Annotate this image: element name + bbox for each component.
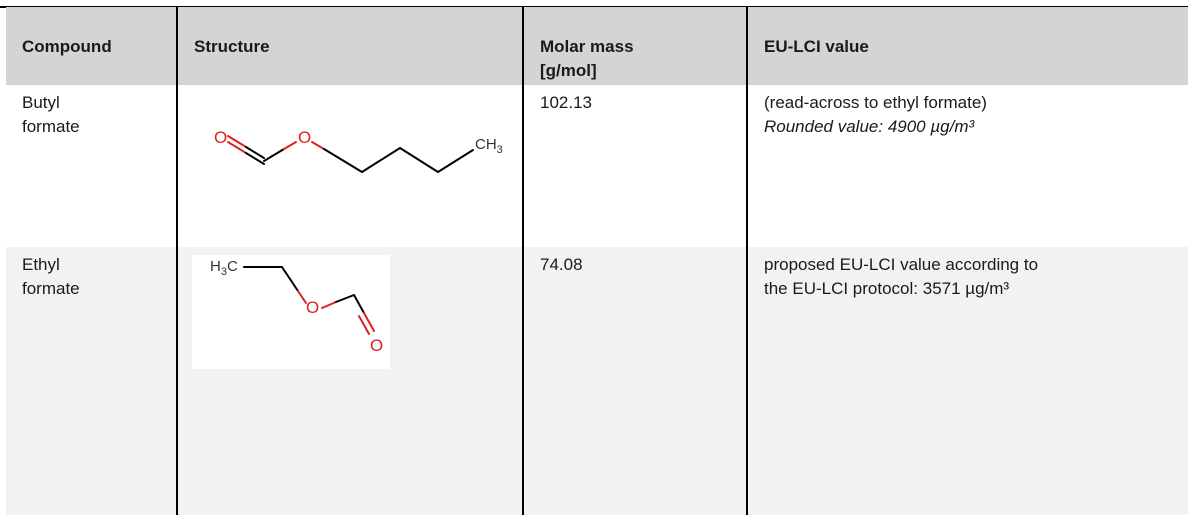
methyl-label: CH3 xyxy=(475,136,503,156)
oxygen-label-1: O xyxy=(306,298,319,317)
compound-name-line1: Ethyl xyxy=(22,255,60,274)
compound-cell: Butyl formate xyxy=(6,85,177,247)
compound-name-line1: Butyl xyxy=(22,93,60,112)
lci-value-line1: proposed EU-LCI value according to xyxy=(764,255,1039,274)
header-molar-mass: Molar mass [g/mol] xyxy=(522,7,747,85)
table-row: Butyl formate O O xyxy=(6,85,1188,247)
ethyl-formate-structure: H3C O O xyxy=(192,255,390,369)
header-compound: Compound xyxy=(22,37,112,56)
table-row: Ethyl formate H3C O O xyxy=(6,247,1188,515)
oxygen-label-1: O xyxy=(214,128,227,147)
header-molar-mass-line2: [g/mol] xyxy=(540,61,597,80)
lci-value-cell: proposed EU-LCI value according to the E… xyxy=(746,247,1188,515)
lci-value-line2: Rounded value: 4900 µg/m³ xyxy=(764,117,975,136)
header-molar-mass-line1: Molar mass xyxy=(540,37,634,56)
molar-mass-cell: 74.08 xyxy=(522,247,747,515)
header-structure: Structure xyxy=(176,7,523,85)
methyl-label-h: H xyxy=(210,258,221,275)
table-header-row: Compound Structure Molar mass [g/mol] EU… xyxy=(6,7,1188,85)
structure-image-bg xyxy=(192,255,390,369)
compound-name-line2: formate xyxy=(22,117,80,136)
molar-mass-cell: 102.13 xyxy=(522,85,747,247)
structure-cell: O O CH3 xyxy=(176,85,523,247)
methyl-label-sub: 3 xyxy=(497,144,503,156)
methyl-label: H3C xyxy=(210,258,238,278)
methyl-label-ch: CH xyxy=(475,136,497,153)
eu-lci-table: Compound Structure Molar mass [g/mol] EU… xyxy=(6,7,1188,515)
methyl-label-sub: 3 xyxy=(221,266,227,278)
oxygen-label-2: O xyxy=(370,336,383,355)
structure-cell: H3C O O xyxy=(176,247,523,515)
lci-value-cell: (read-across to ethyl formate) Rounded v… xyxy=(746,85,1188,247)
butyl-formate-structure: O O CH3 xyxy=(214,128,503,173)
compound-cell: Ethyl formate xyxy=(6,247,177,515)
lci-value-line2: the EU-LCI protocol: 3571 µg/m³ xyxy=(764,279,1010,298)
lci-value-line1: (read-across to ethyl formate) xyxy=(764,93,987,112)
compound-name-line2: formate xyxy=(22,279,80,298)
methyl-label-c: C xyxy=(227,258,238,275)
oxygen-label-2: O xyxy=(298,128,311,147)
header-lci-value: EU-LCI value xyxy=(746,7,1188,85)
